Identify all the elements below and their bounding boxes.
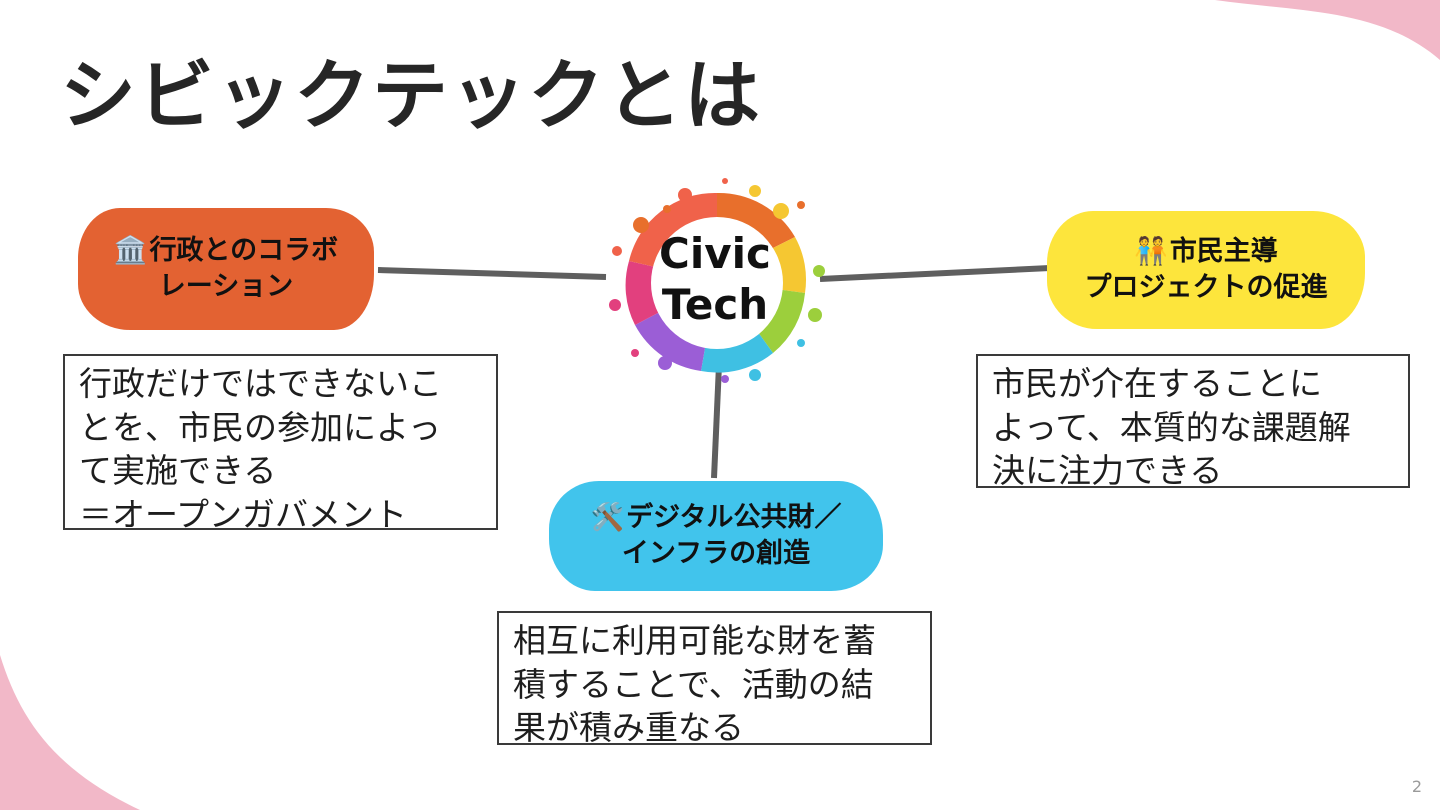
node-label-line2: レーション	[158, 271, 294, 302]
page-number: 2	[1411, 777, 1422, 796]
hub-label: Civic Tech	[645, 228, 785, 330]
hammer-and-wrench-icon: 🛠️	[590, 501, 625, 533]
description-line: 行政だけではできないこ	[79, 364, 442, 403]
node-label-line2: インフラの創造	[621, 538, 811, 569]
description-line: 果が積み重なる	[513, 708, 744, 748]
description-line: 積することで、活動の結	[513, 664, 874, 704]
hub-label-line1: Civic	[659, 229, 771, 278]
connector-bottom	[711, 364, 722, 479]
description-line: ＝オープンガバメント	[79, 494, 408, 534]
description-line: て実施できる	[79, 451, 277, 491]
description-line: よって、本質的な課題解	[992, 407, 1351, 447]
node-label-line1: デジタル公共財／	[626, 501, 842, 533]
connector-left	[377, 267, 607, 280]
description-citizen-led-projects: 市民が介在することに よって、本質的な課題解 決に注力できる	[976, 354, 1410, 490]
description-digital-public-goods: 相互に利用可能な財を蓄 積することで、活動の結 果が積み重なる	[497, 611, 932, 747]
connector-right	[819, 265, 1051, 282]
hub-label-line2: Tech	[661, 280, 769, 330]
government-building-icon: 🏛️	[113, 234, 148, 266]
bottom-left-pink-shape	[0, 655, 140, 810]
hub-white-center	[651, 217, 783, 349]
people-holding-hands-icon: 🧑‍🤝‍🧑	[1134, 235, 1168, 267]
node-label-line1: 行政とのコラボ	[149, 234, 339, 266]
description-government-collaboration: 行政だけではできないこ とを、市民の参加によっ て実施できる ＝オープンガバメン…	[63, 354, 498, 534]
civic-tech-splash-logo	[609, 178, 825, 383]
node-label-line2: プロジェクトの促進	[1084, 272, 1328, 303]
description-line: とを、市民の参加によっ	[79, 407, 442, 447]
node-citizen-led-projects: 🧑‍🤝‍🧑市民主導 プロジェクトの促進	[1047, 211, 1365, 329]
description-line: 相互に利用可能な財を蓄	[513, 621, 876, 660]
node-digital-public-goods: 🛠️デジタル公共財／ インフラの創造	[549, 481, 883, 591]
node-government-collaboration: 🏛️行政とのコラボ レーション	[78, 208, 374, 330]
description-line: 市民が介在することに	[992, 364, 1322, 403]
node-label-line1: 市民主導	[1169, 235, 1278, 267]
description-line: 決に注力できる	[992, 451, 1223, 491]
page-title: シビックテックとは	[60, 51, 762, 140]
top-right-pink-shape	[1215, 0, 1440, 60]
